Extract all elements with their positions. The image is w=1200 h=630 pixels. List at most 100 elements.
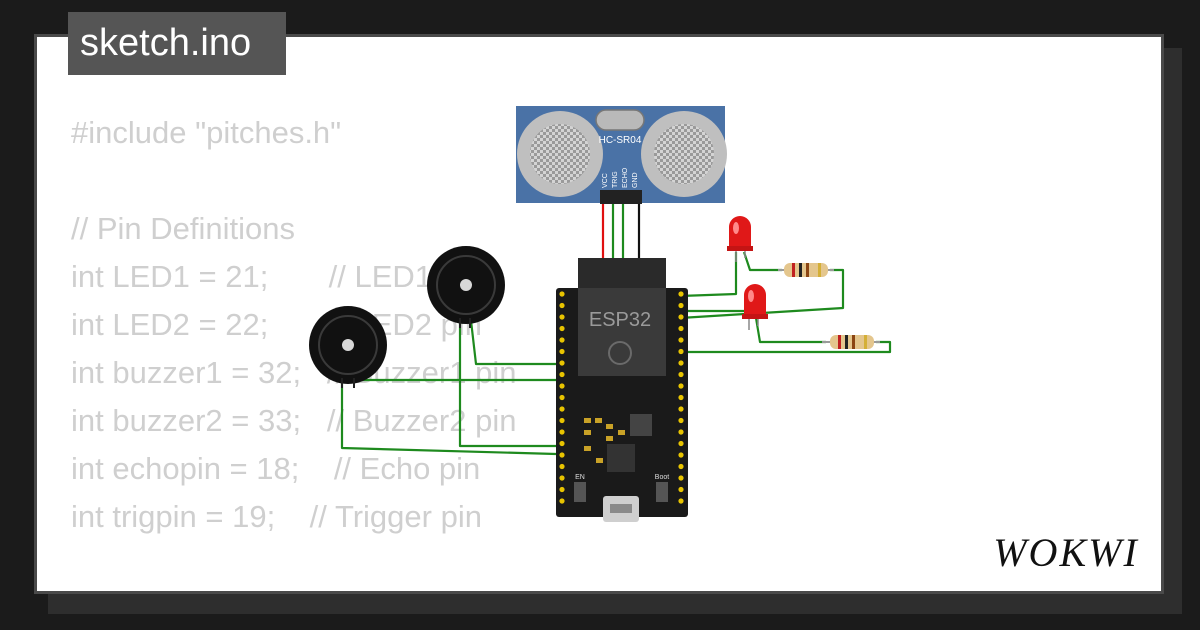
header-pin[interactable] [678, 429, 684, 435]
wire-buzzer2-a [468, 311, 556, 366]
header-pin[interactable] [559, 337, 565, 343]
led2-body [744, 284, 766, 316]
en-button-icon[interactable] [574, 482, 586, 502]
header-pin[interactable] [678, 383, 684, 389]
header-pin[interactable] [678, 325, 684, 332]
header-pin[interactable] [559, 486, 565, 493]
smd-component [618, 430, 625, 435]
led1-base [727, 246, 753, 251]
code-line: #include "pitches.h" [71, 115, 342, 150]
usb-chip [607, 444, 635, 472]
led2-base [742, 314, 768, 319]
resistor2[interactable] [822, 335, 880, 349]
file-tab-label: sketch.ino [80, 22, 252, 64]
header-pin[interactable] [678, 406, 684, 412]
usb-port-opening [610, 504, 632, 513]
smd-component [584, 418, 591, 423]
en-label: EN [575, 474, 585, 481]
header-pin[interactable] [678, 452, 684, 458]
smd-component [584, 446, 591, 451]
header-pin[interactable] [559, 348, 565, 355]
led1-highlight [733, 222, 739, 234]
header-pin[interactable] [678, 440, 684, 447]
header-pin[interactable] [678, 337, 684, 343]
header-pin[interactable] [559, 452, 565, 458]
smd-component [606, 424, 613, 429]
header-pin[interactable] [678, 394, 684, 401]
resistor2-band-1 [838, 335, 841, 349]
header-pin[interactable] [559, 440, 565, 447]
receiver-icon [654, 124, 714, 184]
header-pin[interactable] [678, 302, 684, 309]
header-pin[interactable] [678, 475, 684, 481]
smd-component [584, 430, 591, 435]
code-line: int trigpin = 19; // Trigger pin [71, 499, 482, 534]
resistor2-band-2 [845, 335, 848, 349]
sensor-pin-trig: TRIG [612, 171, 619, 188]
header-pin[interactable] [559, 406, 565, 412]
header-pin[interactable] [559, 291, 565, 297]
espressif-logo-icon [608, 341, 632, 365]
wire-buzzer1-a [352, 372, 556, 382]
smd-component [606, 436, 613, 441]
wokwi-logo-text: WOKWI [993, 530, 1139, 575]
led2-highlight [748, 290, 754, 302]
header-pin[interactable] [678, 314, 684, 320]
header-pin[interactable] [559, 383, 565, 389]
header-pin[interactable] [559, 360, 565, 366]
header-pin[interactable] [678, 348, 684, 355]
sensor-header [600, 190, 642, 204]
wire-led1-cathode [742, 251, 782, 272]
resistor1-band-3 [806, 263, 809, 277]
code-line: int echopin = 18; // Echo pin [71, 451, 481, 486]
header-pin[interactable] [678, 371, 684, 378]
esp32-board[interactable]: ESP32 EN Boot [556, 258, 688, 522]
header-pin[interactable] [559, 429, 565, 435]
transmitter-icon [530, 124, 590, 184]
header-pin[interactable] [559, 314, 565, 320]
buzzer1[interactable] [309, 306, 387, 388]
boot-label: Boot [655, 474, 669, 481]
resistor1-band-1 [792, 263, 795, 277]
header-pin[interactable] [678, 360, 684, 366]
resistor1-band-4 [818, 263, 821, 277]
sensor-pin-vcc: VCC [602, 173, 609, 188]
led1[interactable] [727, 216, 753, 262]
sensor-pin-gnd: GND [632, 172, 639, 188]
wifi-module [578, 288, 666, 376]
smd-component [595, 418, 602, 423]
file-tab[interactable]: sketch.ino [68, 12, 286, 75]
buzzer2[interactable] [427, 246, 505, 328]
header-pin[interactable] [678, 417, 684, 424]
buzzer1-ring [318, 315, 378, 375]
resistor1[interactable] [778, 263, 834, 277]
wire-resistor2 [680, 340, 892, 354]
header-pin[interactable] [559, 302, 565, 309]
header-pin[interactable] [559, 463, 565, 470]
header-pin[interactable] [559, 394, 565, 401]
boot-button-icon[interactable] [656, 482, 668, 502]
header-pin[interactable] [559, 417, 565, 424]
wokwi-logo: WOKWI [993, 530, 1139, 575]
buzzer1-hole [342, 339, 354, 351]
smd-components [584, 418, 625, 463]
buzzer2-ring [436, 255, 496, 315]
code-line: // Pin Definitions [71, 211, 295, 246]
header-pin[interactable] [678, 291, 684, 297]
wire-led2-cathode [754, 317, 826, 344]
header-pin[interactable] [678, 498, 684, 504]
smd-component [596, 458, 603, 463]
sensor-crystal [595, 109, 645, 131]
header-pin[interactable] [559, 475, 565, 481]
regulator-chip [630, 414, 652, 436]
led1-body [729, 216, 751, 248]
header-pin[interactable] [559, 498, 565, 504]
header-pin[interactable] [559, 325, 565, 332]
header-pin[interactable] [678, 486, 684, 493]
header-pin[interactable] [678, 463, 684, 470]
ultrasonic-sensor[interactable]: HC-SR04 VCC TRIG ECHO GND [516, 106, 727, 204]
header-pin[interactable] [559, 371, 565, 378]
wire-buzzer2-b [458, 312, 556, 448]
wire-led1-anode [679, 252, 738, 298]
led2[interactable] [742, 284, 768, 330]
